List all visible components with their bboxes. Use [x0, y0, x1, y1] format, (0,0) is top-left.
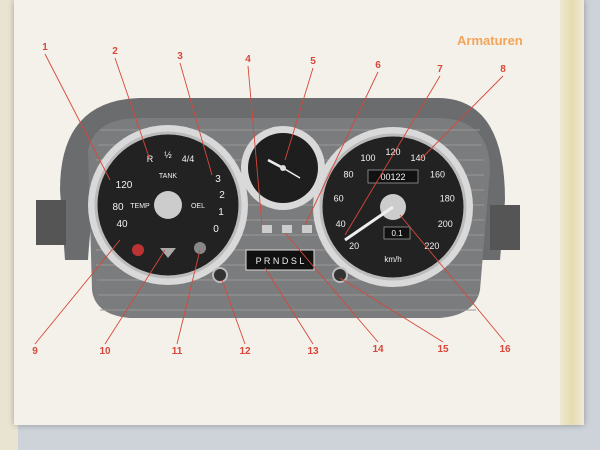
callout-line: [44, 53, 111, 181]
callout-number: 7: [437, 64, 443, 75]
fuel-tick: R: [147, 154, 154, 164]
callout-number: 11: [172, 346, 183, 357]
speed-needle: [344, 205, 394, 242]
callout-number: 13: [307, 346, 319, 357]
callout-line: [221, 279, 246, 345]
callout-number: 12: [239, 346, 251, 357]
callout-line: [104, 249, 166, 345]
warning-lamp-right: [194, 242, 206, 254]
page-title: Armaturen: [457, 33, 523, 48]
callout-number: 15: [437, 344, 449, 355]
indicator-lamp: [302, 225, 312, 233]
temp-label: TEMP: [130, 203, 150, 210]
oil-tick: 3: [215, 174, 221, 185]
cluster-hood: [60, 98, 505, 260]
knob-right: [332, 267, 348, 283]
odometer: 00122: [380, 172, 405, 182]
callout-line: [399, 214, 506, 343]
callout-number: 16: [499, 344, 511, 355]
callout-line: [114, 57, 151, 161]
callout-number: 1: [42, 42, 48, 53]
previous-page-edge: [0, 0, 18, 450]
speed-tick-label: 80: [343, 170, 353, 180]
temp-tick: 40: [116, 219, 128, 230]
speed-tick-label: 100: [361, 153, 376, 163]
indicator-lamp: [282, 225, 292, 233]
callout-line: [179, 62, 213, 176]
oil-tick: 0: [213, 224, 219, 235]
callout-line: [304, 71, 379, 226]
temp-tick: 80: [112, 202, 124, 213]
speed-tick-label: 140: [410, 153, 425, 163]
callout-number: 9: [32, 346, 38, 357]
speed-unit: km/h: [384, 255, 401, 264]
callout-number: 4: [245, 54, 251, 65]
callout-line: [339, 277, 444, 343]
indicator-lamp: [262, 225, 272, 233]
page-spine: [560, 0, 584, 425]
speed-tick-label: 120: [385, 147, 400, 157]
oil-label: OEL: [191, 203, 205, 210]
callout-line: [176, 249, 201, 345]
right-mount: [490, 205, 520, 250]
callout-line: [34, 239, 121, 345]
callout-line: [419, 75, 504, 161]
fuel-tick: 4/4: [182, 154, 195, 164]
callout-number: 6: [375, 60, 381, 71]
speed-tick-label: 20: [349, 241, 359, 251]
speed-tick-label: 160: [430, 170, 445, 180]
callout-number: 3: [177, 51, 183, 62]
oil-tick: 2: [219, 190, 225, 201]
combi-gauge: TANK TEMP OEL 40 80 120 0 1 2 3 R ½ 4/4: [88, 125, 248, 285]
gauge-hub: [154, 191, 182, 219]
speed-tick-label: 180: [440, 193, 455, 203]
trip-meter: 0.1: [391, 229, 403, 238]
speed-tick-label: 40: [336, 219, 346, 229]
tank-label: TANK: [159, 173, 177, 180]
callout-line: [284, 67, 314, 161]
speed-tick-label: 220: [424, 241, 439, 251]
gear-indicator: [245, 249, 315, 271]
callout-number: 14: [372, 344, 384, 355]
odometer-window: [367, 169, 419, 184]
callout-number: 5: [310, 56, 316, 67]
oil-tick: 1: [218, 207, 224, 218]
warning-lamp-left: [132, 244, 144, 256]
gear-indicator-text: P R N D S L: [256, 256, 305, 266]
callout-line: [344, 75, 441, 236]
clock: [241, 126, 325, 210]
left-mount: [36, 200, 66, 245]
speed-tick-label: 60: [334, 193, 344, 203]
warning-lamp-center: [160, 248, 176, 258]
speed-tick-label: 200: [438, 219, 453, 229]
callout-number: 8: [500, 64, 506, 75]
knob-left: [212, 267, 228, 283]
temp-tick: 120: [116, 180, 133, 191]
callout-line: [264, 267, 314, 345]
callout-number: 2: [112, 46, 118, 57]
callout-line: [247, 65, 263, 226]
callout-number: 10: [99, 346, 111, 357]
trip-window: [383, 226, 411, 240]
fuel-tick: ½: [164, 150, 172, 160]
callout-line: [284, 232, 379, 343]
